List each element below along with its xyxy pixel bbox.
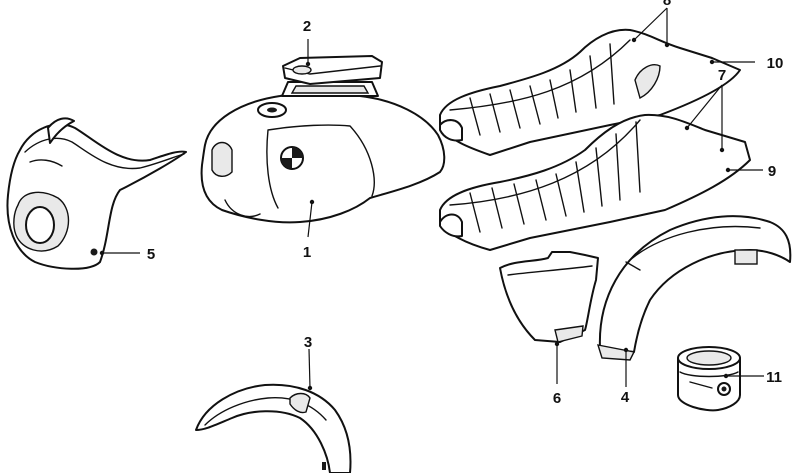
part-paint-can [677, 346, 741, 412]
callout-7: 7 [718, 67, 726, 84]
callout-2: 2 [303, 18, 311, 35]
part-side-cover [499, 251, 599, 343]
part-fuel-tank [200, 81, 446, 224]
part-upper-seat [439, 28, 741, 156]
part-rear-fender [596, 215, 792, 361]
callout-4: 4 [621, 389, 630, 406]
part-headlight-fairing [6, 117, 187, 270]
callout-5: 5 [147, 246, 155, 263]
part-tank-cap-cover [282, 55, 383, 85]
part-lower-seat [439, 113, 751, 251]
callout-1: 1 [303, 244, 311, 261]
callout-9: 9 [768, 163, 776, 180]
callout-11: 11 [766, 369, 782, 386]
leader-lines [99, 7, 764, 391]
part-front-fender [195, 383, 352, 473]
callout-10: 10 [767, 55, 784, 72]
callout-8: 8 [663, 0, 671, 9]
callout-labels: 2 1 3 5 8 10 7 9 6 4 11 [147, 0, 784, 407]
callout-3: 3 [304, 334, 312, 351]
callout-6: 6 [553, 390, 561, 407]
